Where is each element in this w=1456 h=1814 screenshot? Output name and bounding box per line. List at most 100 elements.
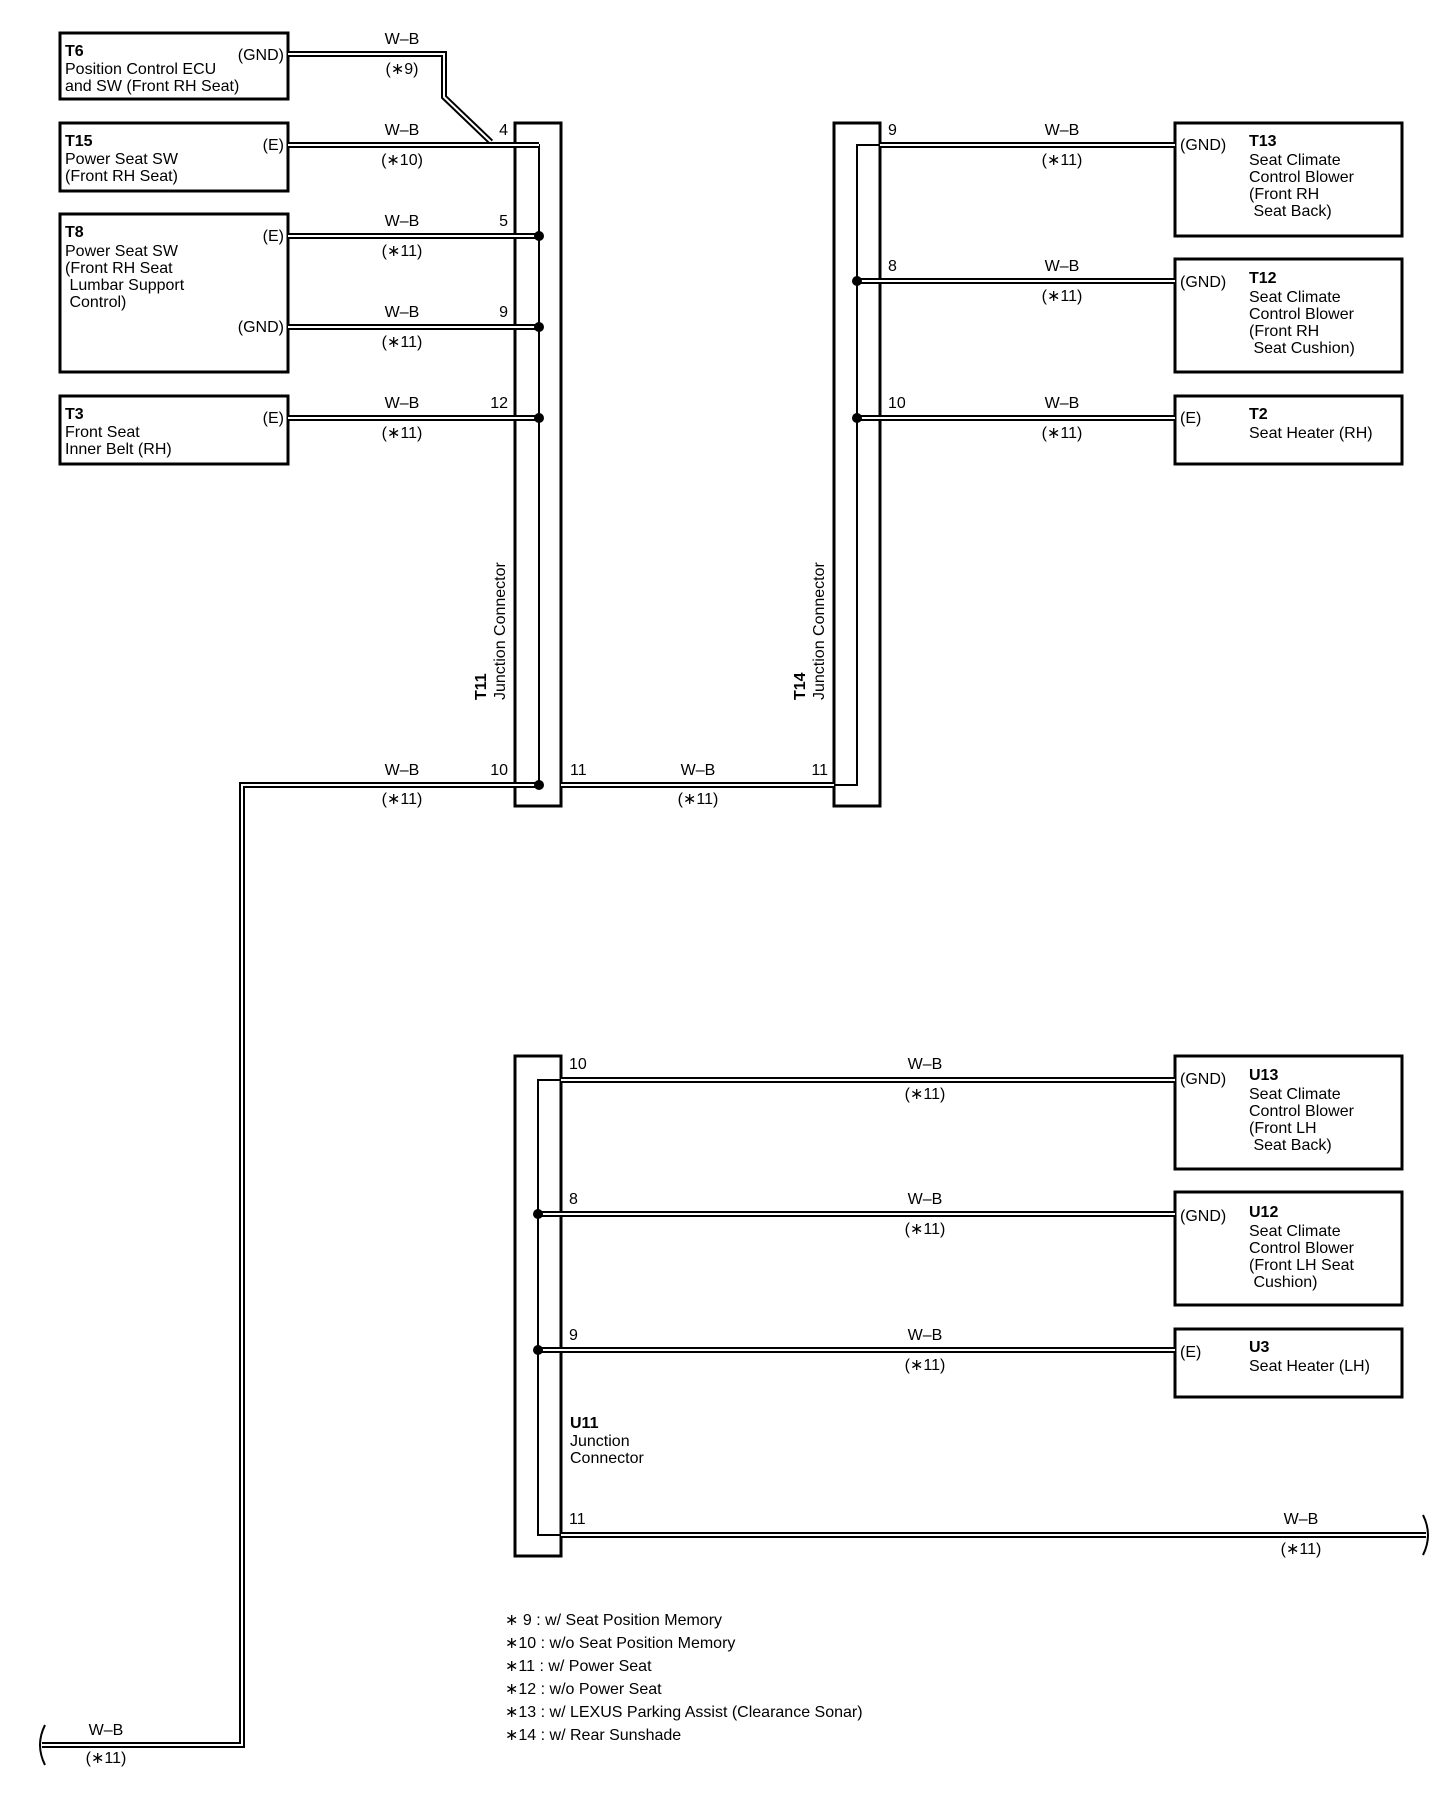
wire-color-label: W–B	[385, 213, 420, 230]
junction-name: Junction Connector	[492, 561, 509, 700]
component-t15: T15 Power Seat SW (Front RH Seat) (E)	[58, 121, 290, 193]
component-id: T13	[1249, 133, 1277, 150]
component-label: Control Blower	[1249, 306, 1355, 323]
component-label: Power Seat SW	[65, 243, 179, 260]
wire-option-note: (∗11)	[382, 425, 423, 442]
wire-option-note: (∗11)	[905, 1086, 946, 1103]
component-id: U12	[1249, 1204, 1278, 1221]
legend-item: ∗11 : w/ Power Seat	[505, 1658, 652, 1675]
legend-item: ∗14 : w/ Rear Sunshade	[505, 1727, 681, 1744]
component-label: Seat Climate	[1249, 1086, 1341, 1103]
pin-label: (E)	[1180, 410, 1201, 427]
legend-item: ∗ 9 : w/ Seat Position Memory	[505, 1612, 722, 1629]
component-label: Seat Back)	[1249, 1137, 1332, 1154]
component-label: Seat Climate	[1249, 1223, 1341, 1240]
wire-color-label: W–B	[681, 762, 716, 779]
wire-color-label: W–B	[385, 762, 420, 779]
junction-id: T14	[792, 672, 809, 700]
wire-color-label: W–B	[385, 395, 420, 412]
legend-item: ∗12 : w/o Power Seat	[505, 1681, 662, 1698]
component-id: T12	[1249, 270, 1277, 287]
junction-id: T11	[473, 673, 490, 700]
wire-option-note: (∗9)	[386, 61, 419, 78]
component-label: (Front LH	[1249, 1120, 1317, 1137]
component-id: T2	[1249, 406, 1268, 423]
wire-u11-u13: W–B (∗11) 10	[561, 1056, 1175, 1103]
wire-option-note: (∗10)	[381, 152, 423, 169]
wire-t3-e: W–B (∗11) 12	[288, 395, 544, 442]
legend-item: ∗13 : w/ LEXUS Parking Assist (Clearance…	[505, 1704, 863, 1721]
wire-option-note: (∗11)	[1042, 152, 1083, 169]
component-label: Control)	[65, 294, 126, 311]
component-label: Inner Belt (RH)	[65, 441, 172, 458]
pin-number: 11	[811, 762, 828, 779]
component-label: Seat Climate	[1249, 152, 1341, 169]
junction-name: Junction Connector	[811, 561, 828, 700]
wire-color-label: W–B	[908, 1327, 943, 1344]
wire-t14-t2: W–B (∗11) 10	[852, 395, 1175, 442]
pin-label: (E)	[1180, 1344, 1201, 1361]
legend-item: ∗10 : w/o Seat Position Memory	[505, 1635, 735, 1652]
pin-number: 4	[499, 122, 508, 139]
component-label: Control Blower	[1249, 1240, 1355, 1257]
junction-connector-u11: U11 Junction Connector	[513, 1054, 644, 1558]
junction-connector-t11: T11 Junction Connector	[473, 121, 563, 808]
component-u3: (E) U3 Seat Heater (LH)	[1173, 1327, 1404, 1399]
component-t6: T6 Position Control ECU and SW (Front RH…	[58, 31, 290, 101]
wire-t8-e: W–B (∗11) 5	[288, 213, 544, 260]
wire-color-label: W–B	[1045, 122, 1080, 139]
wire-color-label: W–B	[908, 1191, 943, 1208]
component-label: Seat Back)	[1249, 203, 1332, 220]
component-t12: (GND) T12 Seat Climate Control Blower (F…	[1173, 257, 1404, 374]
pin-label: (GND)	[1180, 1208, 1226, 1225]
pin-label: (GND)	[238, 47, 284, 64]
wire-u11-u12: W–B (∗11) 8	[533, 1191, 1175, 1238]
component-label: Lumbar Support	[65, 277, 185, 294]
component-label: Power Seat SW	[65, 151, 179, 168]
component-label: Seat Climate	[1249, 289, 1341, 306]
component-t13: (GND) T13 Seat Climate Control Blower (F…	[1173, 121, 1404, 238]
pin-number: 11	[569, 1511, 586, 1528]
wire-t15-e: W–B (∗10) 4	[288, 122, 539, 169]
component-label: (Front RH	[1249, 186, 1319, 203]
wire-color-label: W–B	[908, 1056, 943, 1073]
component-label: Control Blower	[1249, 169, 1355, 186]
component-id: T6	[65, 43, 84, 60]
component-id: T15	[65, 133, 93, 150]
pin-label: (GND)	[1180, 274, 1226, 291]
wire-t11-pin10-ground: W–B (∗11) 10 W–B (∗11)	[39, 762, 544, 1767]
pin-label: (GND)	[1180, 1071, 1226, 1088]
component-u12: (GND) U12 Seat Climate Control Blower (F…	[1173, 1190, 1404, 1307]
pin-label: (E)	[263, 410, 284, 427]
wire-option-note: (∗11)	[1042, 425, 1083, 442]
pin-label: (GND)	[238, 319, 284, 336]
component-label: (Front RH Seat)	[65, 168, 178, 185]
component-label: Position Control ECU	[65, 61, 216, 78]
pin-number: 5	[499, 213, 508, 230]
component-label: Seat Heater (LH)	[1249, 1358, 1370, 1375]
pin-number: 9	[569, 1327, 578, 1344]
component-label: (Front LH Seat	[1249, 1257, 1354, 1274]
wire-color-label: W–B	[385, 31, 420, 48]
junction-name: Connector	[570, 1450, 644, 1467]
wire-option-note: (∗11)	[382, 334, 423, 351]
component-t3: T3 Front Seat Inner Belt (RH) (E)	[58, 394, 290, 466]
wire-option-note: (∗11)	[382, 243, 423, 260]
wire-color-label: W–B	[89, 1722, 124, 1739]
pin-number: 8	[569, 1191, 578, 1208]
pin-number: 10	[569, 1056, 587, 1073]
pin-number: 9	[888, 122, 897, 139]
wire-color-label: W–B	[1284, 1511, 1319, 1528]
component-u13: (GND) U13 Seat Climate Control Blower (F…	[1173, 1054, 1404, 1171]
component-label: Front Seat	[65, 424, 140, 441]
wire-option-note: (∗11)	[86, 1750, 127, 1767]
component-id: T3	[65, 406, 84, 423]
component-label: Control Blower	[1249, 1103, 1355, 1120]
component-id: T8	[65, 224, 84, 241]
pin-label: (GND)	[1180, 137, 1226, 154]
component-label: (Front RH Seat	[65, 260, 173, 277]
pin-label: (E)	[263, 137, 284, 154]
component-label: and SW (Front RH Seat)	[65, 78, 239, 95]
wire-t14-t12: W–B (∗11) 8	[852, 258, 1175, 305]
